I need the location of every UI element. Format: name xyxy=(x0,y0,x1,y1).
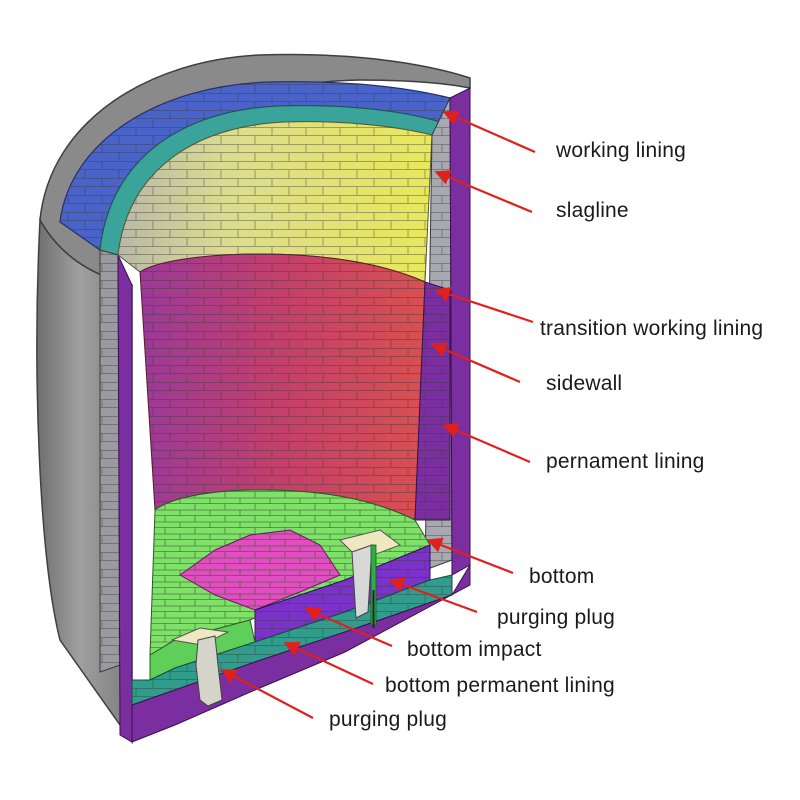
arrow-slagline xyxy=(434,170,533,214)
arrow-bottom-permanent-lining xyxy=(283,641,374,685)
label-working-lining: working lining xyxy=(555,139,686,162)
arrow-permanent-lining xyxy=(442,423,531,464)
arrow-bottom-impact xyxy=(304,607,393,648)
label-bottom: bottom xyxy=(529,565,594,588)
label-purging-plug-left: purging plug xyxy=(329,708,447,731)
label-purging-plug-right: purging plug xyxy=(497,606,615,629)
arrow-transition-working-lining xyxy=(434,287,534,324)
purging-plug-left-body xyxy=(195,635,223,707)
leader-arrows xyxy=(220,110,536,719)
left-permanent-lining xyxy=(117,254,133,743)
purging-plug-right-body xyxy=(351,544,373,619)
right-permanent-lining xyxy=(449,87,471,576)
arrow-purging-plug-right xyxy=(388,577,478,614)
label-permanent-lining: pernament lining xyxy=(546,450,704,473)
label-slagline: slagline xyxy=(556,199,629,222)
purging-plug-left-well xyxy=(170,627,230,646)
arrow-purging-plug-left xyxy=(220,669,314,719)
label-bottom-impact: bottom impact xyxy=(407,638,542,661)
label-bottom-permanent-lining: bottom permanent lining xyxy=(385,674,615,697)
arrow-sidewall xyxy=(430,342,521,384)
arrow-bottom xyxy=(426,537,514,575)
label-transition-working-lining: transition working lining xyxy=(540,317,763,340)
arrow-working-lining xyxy=(442,110,536,154)
label-sidewall: sidewall xyxy=(546,372,622,395)
